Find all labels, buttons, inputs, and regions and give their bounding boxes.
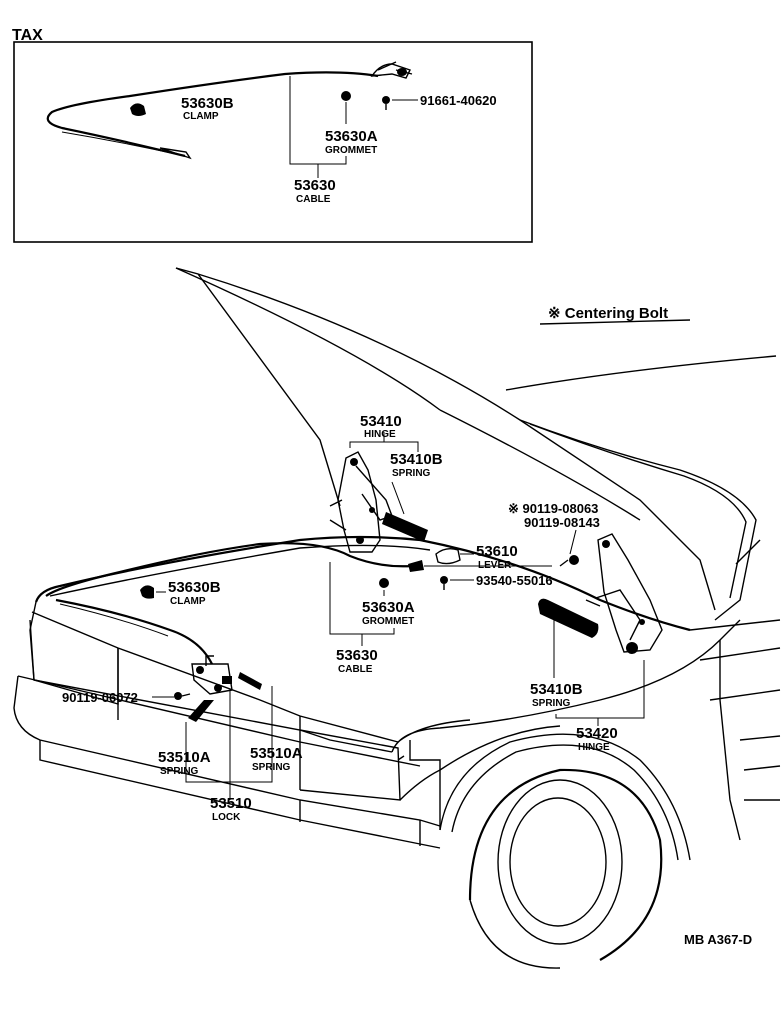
main-cable-number: 53630 xyxy=(336,647,378,664)
inset-lever-end-icon xyxy=(370,61,413,79)
inset-cable-end xyxy=(159,147,192,160)
lock-bolt-icon xyxy=(174,692,191,700)
right-hinge-bolt-icon xyxy=(559,555,579,567)
lock-spring-a-number: 53510A xyxy=(158,749,211,766)
lever-screw-icon xyxy=(440,576,448,590)
right-hinge-number: 53420 xyxy=(576,725,618,742)
main-clamp-icon xyxy=(140,585,154,599)
hood-lock-icon xyxy=(191,655,233,695)
main-clamp-number: 53630B xyxy=(168,579,221,596)
left-hinge-number: 53410 xyxy=(360,413,402,430)
leader-lines xyxy=(152,432,645,800)
lock-spring-b-icon xyxy=(238,672,262,690)
legend-symbol: ※ xyxy=(548,305,561,322)
right-spring-name: SPRING xyxy=(532,698,571,709)
front-tire xyxy=(468,768,663,969)
left-spring-name: SPRING xyxy=(392,468,431,479)
lever-number: 53610 xyxy=(476,543,518,560)
front-body-outline xyxy=(29,601,399,753)
lock-spring-b-name: SPRING xyxy=(252,762,291,773)
inset-panel: TAX 53630B CLAMP 53630A GROMMET xyxy=(12,27,533,243)
inset-grommet-icon xyxy=(341,91,351,101)
right-hinge-icon xyxy=(585,533,663,654)
front-bumper xyxy=(13,675,441,827)
left-spring-number: 53410B xyxy=(390,451,443,468)
hood-panel xyxy=(175,267,716,611)
main-grommet-icon xyxy=(379,578,389,588)
inset-cable-name: CABLE xyxy=(296,194,331,205)
lock-spring-a-icon xyxy=(188,700,214,722)
wheel-arch xyxy=(439,733,691,861)
lock-spring-b-number: 53510A xyxy=(250,745,303,762)
main-cable-name: CABLE xyxy=(338,664,373,675)
centering-bolt-part-number: ※ 90119-08063 xyxy=(508,501,598,516)
inset-grommet-name: GROMMET xyxy=(325,145,377,156)
inset-bolt-icon xyxy=(382,96,390,110)
right-spring-number: 53410B xyxy=(530,681,583,698)
legend-text: ※ Centering Bolt xyxy=(548,305,668,322)
lever-icon xyxy=(435,547,461,565)
lock-spring-a-name: SPRING xyxy=(160,766,199,777)
left-hinge-name: HINGE xyxy=(364,429,396,440)
lever-screw-part-number: 93540-55016 xyxy=(476,573,553,588)
right-hinge-name: HINGE xyxy=(578,742,610,753)
inset-cable-number: 53630 xyxy=(294,177,336,194)
inset-clamp-icon xyxy=(130,103,146,116)
hinge-bolt-part-number: 90119-08143 xyxy=(524,515,600,530)
lever-cable-end-icon xyxy=(408,560,424,572)
main-grommet-number: 53630A xyxy=(362,599,415,616)
lock-bolt-part-number: 90119-06072 xyxy=(62,690,138,705)
lock-name: LOCK xyxy=(212,812,241,823)
inset-title: TAX xyxy=(12,27,43,44)
main-clamp-name: CLAMP xyxy=(170,596,206,607)
left-spring-icon xyxy=(382,512,428,542)
right-spring-icon xyxy=(538,598,599,638)
lock-number: 53510 xyxy=(210,795,252,812)
inset-cable xyxy=(46,71,379,158)
main-grommet-name: GROMMET xyxy=(362,616,414,627)
inset-bolt-part-number: 91661-40620 xyxy=(420,93,497,108)
inset-grommet-number: 53630A xyxy=(325,128,378,145)
lever-name: LEVER xyxy=(478,560,512,571)
legend-label: Centering Bolt xyxy=(565,305,668,322)
diagram-code: MB A367-D xyxy=(684,932,752,947)
front-fender xyxy=(391,619,741,753)
inset-frame xyxy=(13,41,533,243)
main-hood-cable xyxy=(45,542,413,665)
inset-clamp-name: CLAMP xyxy=(183,111,219,122)
inset-clamp-number: 53630B xyxy=(181,95,234,112)
legend: ※ Centering Bolt xyxy=(539,305,691,325)
